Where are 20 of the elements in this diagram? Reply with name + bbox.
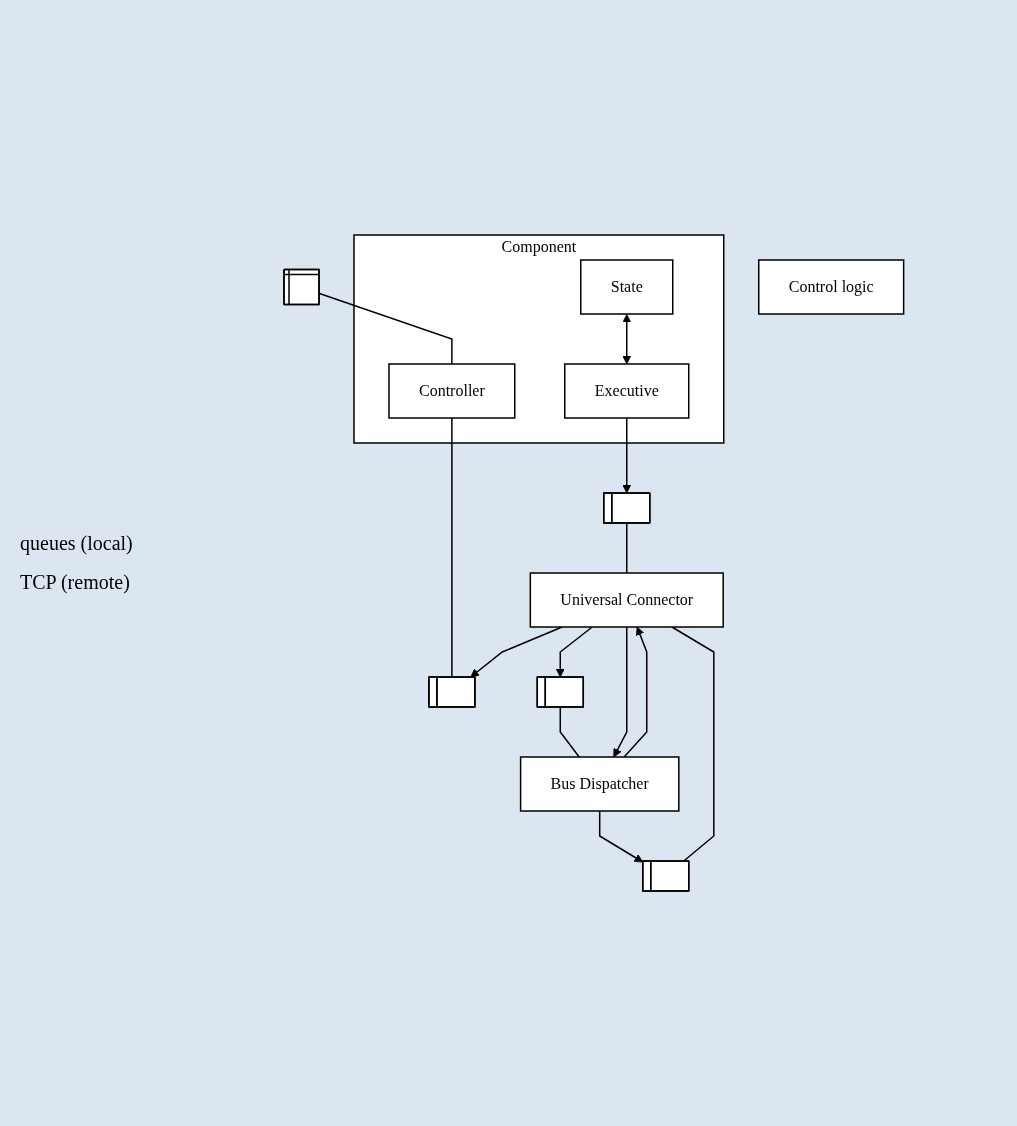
connector	[318, 292, 453, 365]
node-box: Controller	[387, 363, 516, 419]
node-box: Executive	[563, 363, 690, 419]
node-box: Control logic	[757, 259, 905, 315]
arrow	[470, 626, 563, 678]
node-box: State	[579, 259, 674, 315]
node-box: Bus Dispatcher	[519, 756, 680, 812]
note-label: queues (local)	[20, 532, 134, 555]
note-label: TCP (remote)	[20, 571, 131, 594]
arrow	[598, 810, 643, 863]
arrow	[613, 626, 628, 758]
node-box: Universal Connector	[529, 572, 724, 628]
arrow	[623, 626, 648, 758]
connector	[670, 626, 715, 862]
arrow	[622, 314, 631, 365]
connector	[450, 417, 453, 678]
connector	[559, 706, 580, 758]
arrow	[622, 417, 631, 494]
arrow	[555, 626, 593, 678]
connector	[625, 522, 628, 574]
